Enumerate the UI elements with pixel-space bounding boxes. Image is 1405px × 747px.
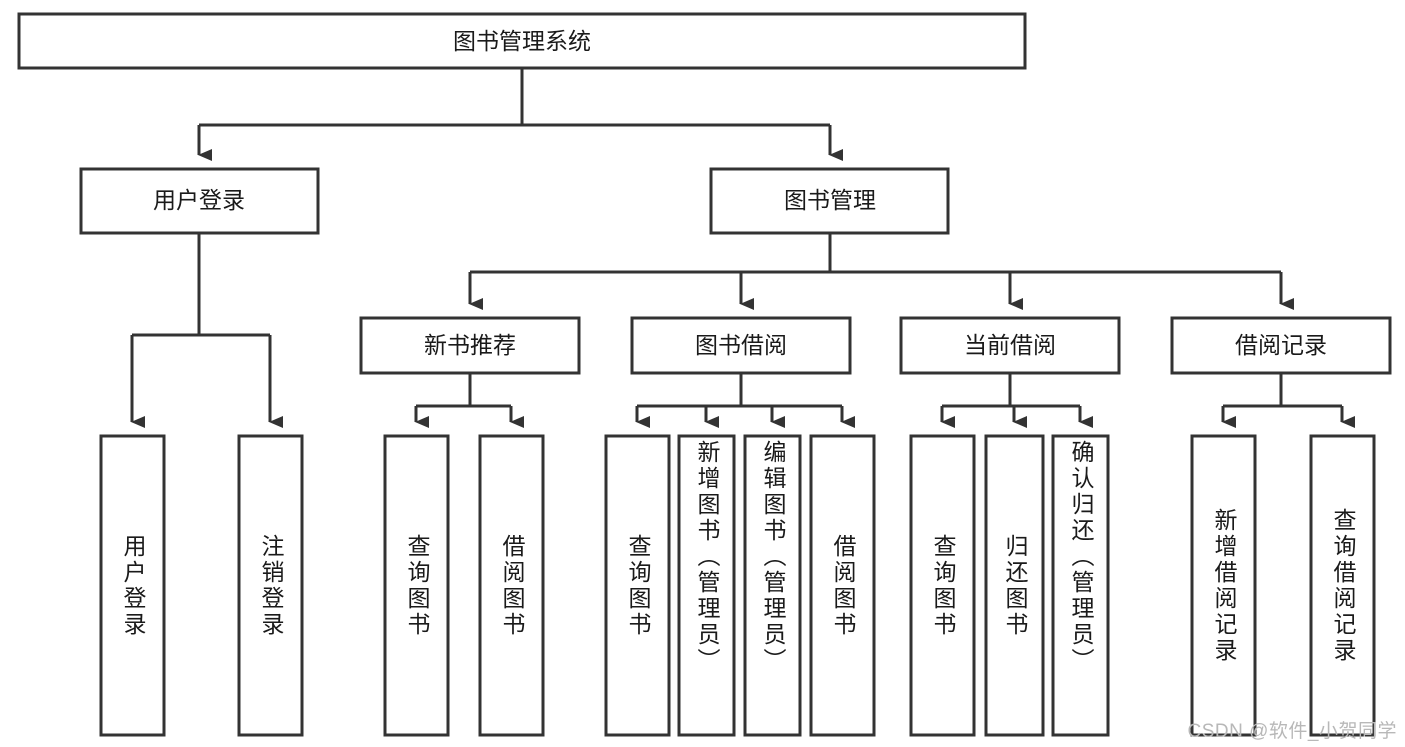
node-root-label: 图书管理系统 (453, 28, 591, 54)
node-leaf-edit-book[interactable] (743, 434, 802, 737)
node-borrow-record[interactable]: 借阅记录 (1170, 316, 1392, 375)
node-leaf-add-book[interactable] (677, 434, 736, 737)
node-leaf-return-book[interactable] (984, 434, 1045, 737)
node-leaf-borrow-book-2[interactable] (809, 434, 876, 737)
node-leaf-borrow-book-1[interactable] (478, 434, 545, 737)
node-root[interactable]: 图书管理系统 (17, 12, 1027, 70)
node-leaf-query-book-2[interactable] (604, 434, 671, 737)
node-book-borrow-label: 图书借阅 (695, 332, 787, 358)
node-leaf-query-record[interactable] (1309, 434, 1376, 737)
node-leaf-user-logout[interactable] (237, 434, 304, 737)
csdn-watermark: CSDN @软件_小贺同学 (1187, 721, 1397, 742)
node-book-manage-label: 图书管理 (784, 187, 876, 213)
node-new-book-rec-label: 新书推荐 (424, 332, 516, 358)
node-user-login[interactable]: 用户登录 (79, 167, 320, 235)
node-boxes: 图书管理系统 用户登录 图书管理 新书推荐 图书借阅 当前 (17, 12, 1392, 737)
node-current-borrow-label: 当前借阅 (964, 332, 1056, 358)
node-leaf-user-login[interactable] (99, 434, 166, 737)
node-current-borrow[interactable]: 当前借阅 (899, 316, 1121, 375)
node-new-book-rec[interactable]: 新书推荐 (359, 316, 581, 375)
node-leaf-query-book-1[interactable] (383, 434, 450, 737)
connector-lines (130, 68, 1355, 428)
node-book-manage[interactable]: 图书管理 (709, 167, 950, 235)
node-borrow-record-label: 借阅记录 (1235, 332, 1327, 358)
node-leaf-query-book-3[interactable] (909, 434, 976, 737)
node-book-borrow[interactable]: 图书借阅 (630, 316, 852, 375)
node-leaf-add-record[interactable] (1190, 434, 1257, 737)
node-user-login-label: 用户登录 (153, 187, 245, 213)
node-leaf-confirm-return[interactable] (1051, 434, 1110, 737)
